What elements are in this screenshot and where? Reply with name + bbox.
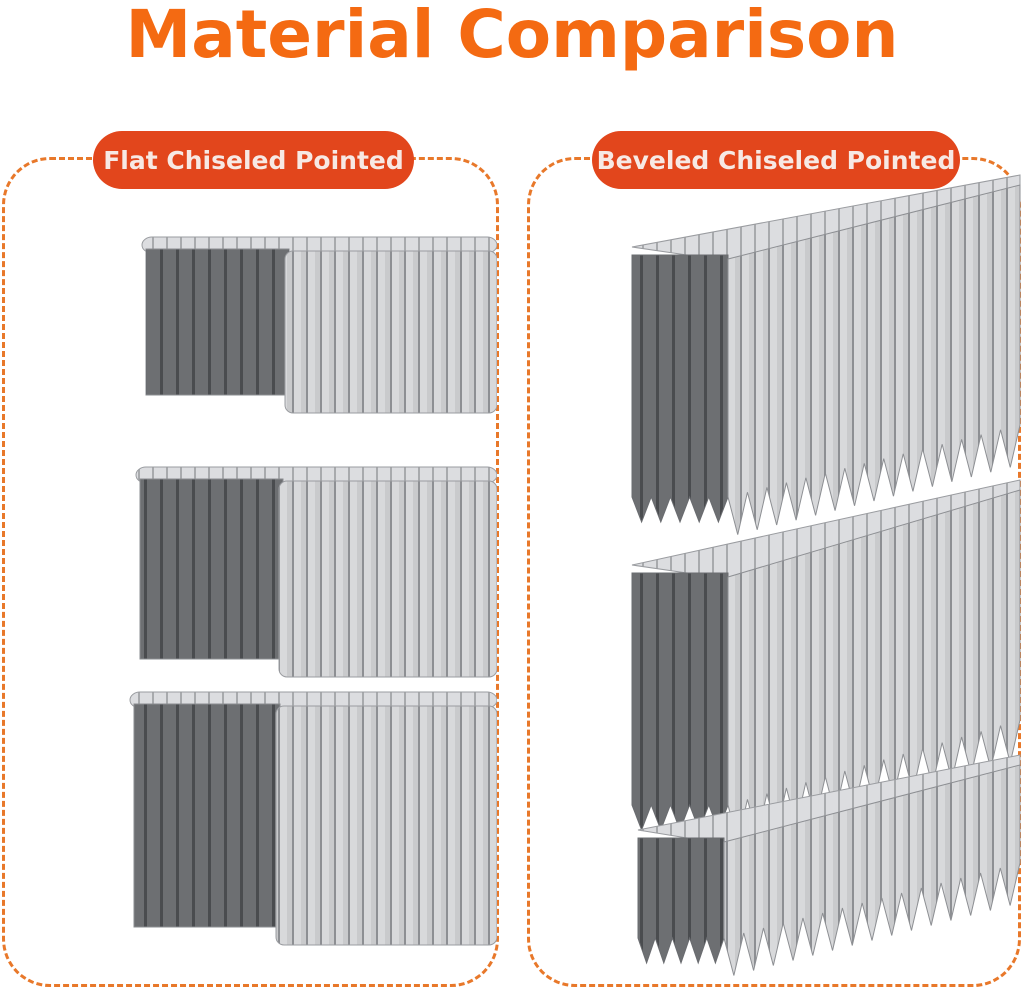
page-title: Material Comparison [125, 0, 899, 73]
beveled-chiseled-label: Beveled Chiseled Pointed [592, 131, 960, 189]
staple-inner-face [133, 703, 281, 928]
staple-legs [278, 480, 497, 678]
staple-inner-face [139, 478, 284, 660]
staple-legs [727, 184, 1021, 535]
staple-inner-face [145, 248, 290, 396]
staple-inner-face [637, 837, 725, 965]
staple-legs [723, 764, 1021, 976]
staple-legs [284, 250, 497, 414]
staple-legs [275, 705, 497, 946]
flat-chiseled-label: Flat Chiseled Pointed [93, 131, 414, 189]
staple-inner-face [631, 254, 729, 524]
staple-inner-face [631, 572, 729, 832]
